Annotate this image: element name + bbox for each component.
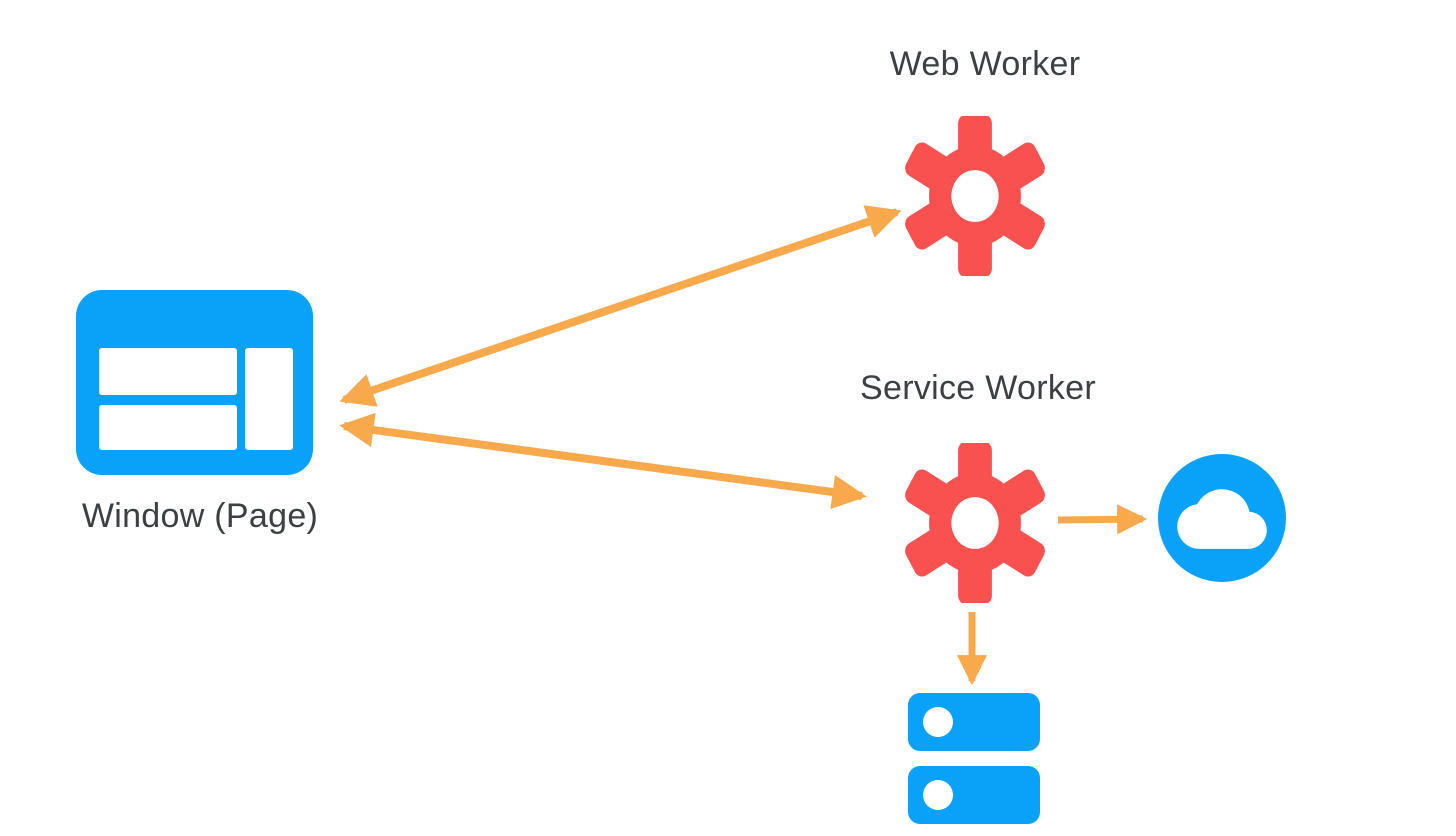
service-worker-gear-icon	[905, 443, 1045, 603]
window-page-label: Window (Page)	[81, 497, 319, 535]
service-worker-label: Service Worker	[860, 369, 1096, 407]
cloud-icon	[1158, 454, 1286, 582]
browser-window-icon	[76, 290, 313, 475]
window-sidebar-bar	[245, 348, 293, 450]
web-worker-label: Web Worker	[889, 45, 1081, 83]
database-disk-top	[908, 693, 1040, 751]
database-icon	[908, 693, 1040, 824]
arrow-serviceworker-cloud	[1057, 504, 1148, 535]
window-content-bar-bottom	[99, 405, 237, 450]
arrow-window-webworker	[339, 205, 902, 407]
window-content-bar-top	[99, 348, 237, 395]
disk-indicator-dot	[923, 780, 953, 810]
arrow-window-serviceworker	[339, 412, 867, 510]
database-disk-bottom	[908, 766, 1040, 824]
web-worker-gear-icon	[905, 116, 1045, 276]
disk-indicator-dot	[923, 707, 953, 737]
